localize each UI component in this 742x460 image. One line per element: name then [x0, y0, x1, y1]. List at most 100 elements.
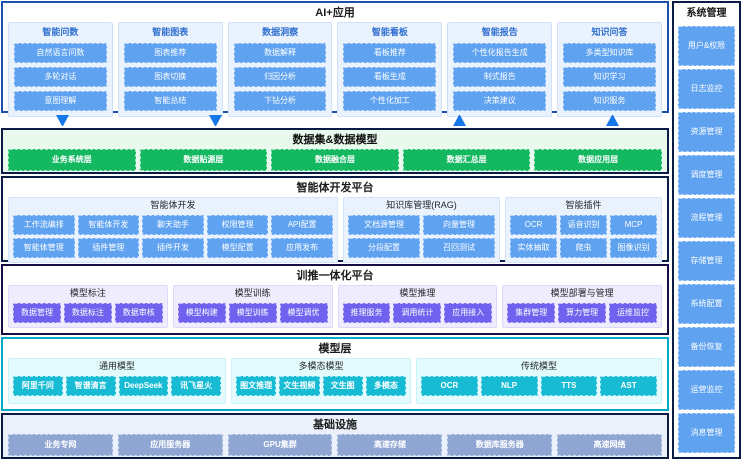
- model-chip[interactable]: 文生视频: [279, 376, 320, 397]
- app-chip[interactable]: 制式报告: [453, 66, 547, 87]
- agent-group-grid: 文档源管理向量管理分段配置召回测试: [348, 214, 495, 258]
- app-chip[interactable]: 图表推荐: [123, 42, 217, 63]
- agent-chip[interactable]: OCR: [510, 214, 557, 235]
- train-chip[interactable]: 运维监控: [609, 302, 658, 323]
- model-chip[interactable]: TTS: [540, 376, 598, 397]
- app-chip[interactable]: 知识服务: [563, 90, 656, 111]
- layer-title-model: 模型层: [318, 343, 352, 356]
- model-chip[interactable]: 智谱清言: [65, 376, 116, 397]
- model-chip[interactable]: 讯飞星火: [171, 376, 221, 397]
- infra-chip[interactable]: 高速网络: [557, 434, 662, 456]
- sidebar-item-6[interactable]: 系统配置: [678, 284, 735, 324]
- agent-chip[interactable]: 智能体管理: [13, 237, 75, 258]
- agent-chip[interactable]: 聊天助手: [142, 214, 204, 235]
- agent-chip[interactable]: 权限管理: [206, 214, 269, 235]
- app-chip[interactable]: 看板生成: [343, 66, 437, 87]
- train-chip[interactable]: 模型调优: [279, 302, 328, 323]
- agent-chip[interactable]: MCP: [609, 214, 657, 235]
- train-chip[interactable]: 数据审核: [114, 302, 163, 323]
- agent-chip[interactable]: 爬虫: [559, 237, 607, 258]
- train-chip[interactable]: 推理服务: [342, 302, 391, 323]
- ai-applications-cards: 智能问数自然语言问数多轮对话意图理解智能图表图表推荐图表切换智能总结数据洞察数据…: [3, 22, 667, 122]
- infra-chip[interactable]: 数据库服务器: [447, 434, 553, 456]
- model-chip[interactable]: DeepSeek: [118, 376, 169, 397]
- agent-chip[interactable]: 模型配置: [206, 237, 269, 258]
- agent-chip[interactable]: 分段配置: [348, 237, 420, 258]
- layer-title-infrastructure: 基础设施: [313, 419, 357, 431]
- app-chip[interactable]: 智能总结: [123, 90, 217, 111]
- model-chip[interactable]: NLP: [480, 376, 538, 397]
- train-group: 模型推理推理服务调用统计应用接入: [337, 284, 498, 329]
- data-layer-chip[interactable]: 数据应用层: [534, 148, 662, 171]
- data-layer-chip[interactable]: 业务系统层: [8, 148, 136, 171]
- infra-chip[interactable]: 高速存储: [337, 434, 443, 456]
- agent-chip[interactable]: 文档源管理: [348, 214, 420, 235]
- train-chip[interactable]: 集群管理: [507, 302, 556, 323]
- app-chip[interactable]: 图表切换: [123, 66, 217, 87]
- data-layer-chip[interactable]: 数据融合层: [271, 148, 399, 171]
- train-chip[interactable]: 调用统计: [393, 302, 442, 323]
- app-chip[interactable]: 多类型知识库: [563, 42, 656, 63]
- sidebar-item-9[interactable]: 消息管理: [678, 413, 735, 453]
- train-chip[interactable]: 算力管理: [558, 302, 607, 323]
- layer-title-train-platform: 训推一体化平台: [296, 269, 374, 282]
- data-layer-chip[interactable]: 数据汇总层: [402, 148, 531, 171]
- app-chip[interactable]: 决策建议: [453, 90, 547, 111]
- agent-chip[interactable]: 插件开发: [142, 237, 204, 258]
- model-chip[interactable]: 阿里千问: [13, 376, 63, 397]
- model-chip[interactable]: 多模态: [365, 376, 406, 397]
- sidebar-item-2[interactable]: 资源管理: [678, 112, 735, 152]
- model-chip[interactable]: AST: [600, 376, 657, 397]
- sidebar-item-4[interactable]: 流程管理: [678, 198, 735, 238]
- sidebar-items: 用户&权限日志监控资源管理调度管理流程管理存储管理系统配置备份恢复运营监控消息管…: [678, 26, 735, 453]
- sidebar-item-1[interactable]: 日志监控: [678, 69, 735, 109]
- arrow-row-app-to-data: [1, 115, 669, 126]
- model-chip[interactable]: OCR: [421, 376, 478, 397]
- agent-chip[interactable]: 向量管理: [423, 214, 495, 235]
- app-chip[interactable]: 看板推荐: [343, 42, 437, 63]
- app-chip[interactable]: 自然语言问数: [14, 42, 107, 63]
- agent-chip[interactable]: 召回测试: [423, 237, 495, 258]
- infra-chip[interactable]: GPU集群: [227, 434, 333, 456]
- app-chip[interactable]: 下钻分析: [233, 90, 327, 111]
- agent-chip[interactable]: 工作流编排: [13, 214, 75, 235]
- sidebar-item-5[interactable]: 存储管理: [678, 241, 735, 281]
- model-chip[interactable]: 文生图: [322, 376, 363, 397]
- agent-chip[interactable]: API配置: [271, 214, 333, 235]
- train-chip[interactable]: 模型训练: [228, 302, 277, 323]
- app-chip[interactable]: 数据解释: [233, 42, 327, 63]
- train-chip[interactable]: 应用接入: [444, 302, 493, 323]
- agent-chip[interactable]: 插件管理: [77, 237, 140, 258]
- app-chip[interactable]: 多轮对话: [14, 66, 107, 87]
- agent-chip[interactable]: 实体抽取: [510, 237, 557, 258]
- down-arrow-icon: [56, 115, 69, 126]
- train-chip[interactable]: 模型构建: [177, 302, 226, 323]
- app-chip[interactable]: 归因分析: [233, 66, 327, 87]
- sidebar-item-7[interactable]: 备份恢复: [678, 327, 735, 367]
- app-chip[interactable]: 知识学习: [563, 66, 656, 87]
- train-chip[interactable]: 数据管理: [13, 302, 61, 323]
- sidebar-item-3[interactable]: 调度管理: [678, 155, 735, 195]
- infra-chip[interactable]: 业务专网: [8, 434, 113, 456]
- infra-chip[interactable]: 应用服务器: [117, 434, 223, 456]
- train-group-title: 模型训练: [234, 287, 271, 298]
- train-chip[interactable]: 数据标注: [63, 302, 112, 323]
- agent-chip[interactable]: 智能体开发: [77, 214, 140, 235]
- model-chip[interactable]: 图文推理: [236, 376, 277, 397]
- sidebar-item-0[interactable]: 用户&权限: [678, 26, 735, 66]
- agent-chip[interactable]: 应用发布: [271, 237, 333, 258]
- app-chip[interactable]: 意图理解: [14, 90, 107, 111]
- app-card-title: 智能问数: [42, 27, 79, 37]
- sidebar-item-8[interactable]: 运营监控: [678, 370, 735, 410]
- app-chip[interactable]: 个性化加工: [343, 90, 437, 111]
- agent-chip[interactable]: 语音识别: [559, 214, 607, 235]
- agent-group-title: 智能体开发: [150, 199, 196, 210]
- app-chip[interactable]: 个性化报告生成: [453, 42, 547, 63]
- agent-chip[interactable]: 图像识别: [609, 237, 657, 258]
- layer-train-inference-platform: 训推一体化平台 模型标注数据管理数据标注数据审核模型训练模型构建模型训练模型调优…: [1, 263, 669, 336]
- data-layer-chip[interactable]: 数据贴源层: [139, 148, 268, 171]
